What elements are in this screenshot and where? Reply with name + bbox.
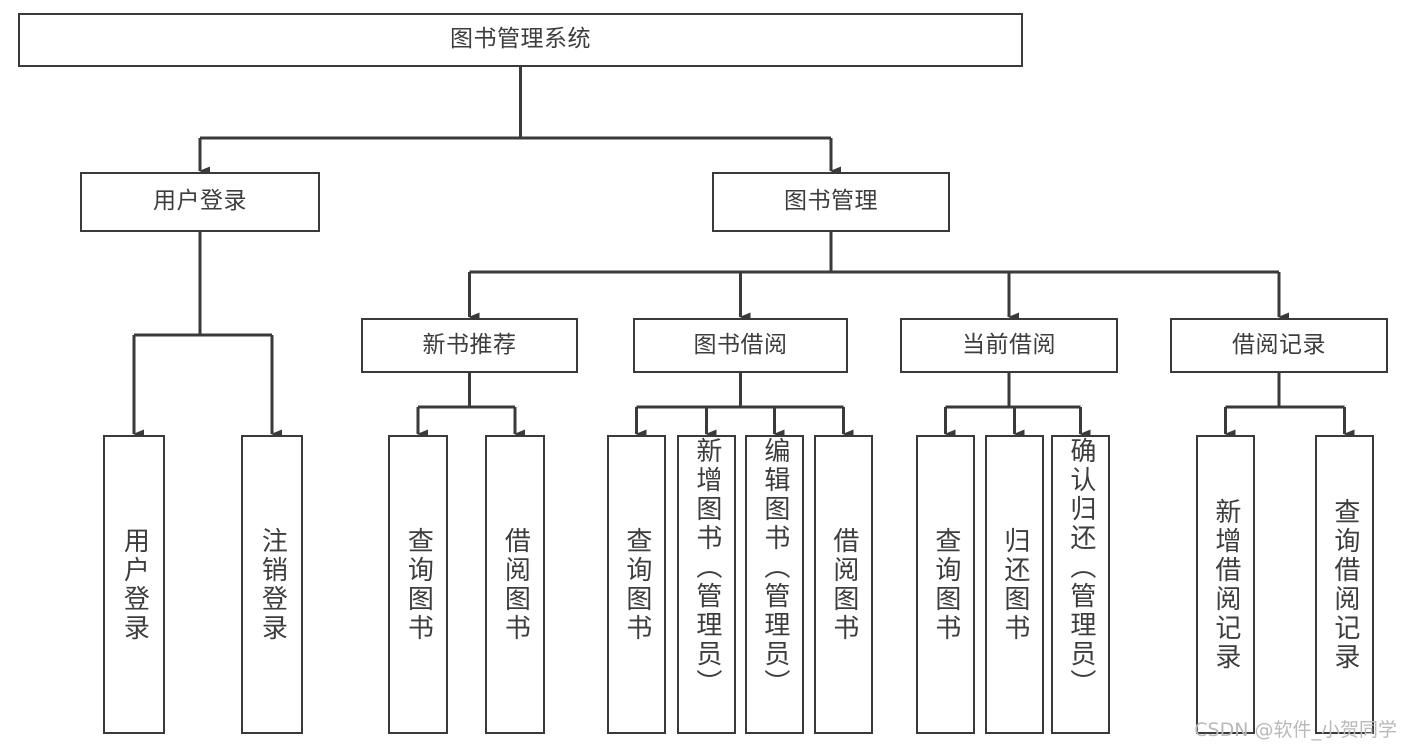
node-root[interactable]: 图书管理系统: [18, 13, 1023, 67]
watermark-text: CSDN @软件_小贺同学: [1194, 719, 1397, 741]
node-borrow-records[interactable]: 借阅记录: [1170, 318, 1388, 373]
node-new-book-recommend[interactable]: 新书推荐: [361, 318, 578, 373]
node-label: 查询借阅记录: [1329, 497, 1360, 672]
node-leaf-return-book[interactable]: 归还图书: [985, 435, 1044, 734]
node-leaf-user-login[interactable]: 用户登录: [103, 435, 165, 734]
node-leaf-confirm-return[interactable]: 确认归还（管理员）: [1051, 435, 1110, 734]
node-label: 确认归还（管理员）: [1065, 437, 1096, 698]
node-leaf-borrow-book-1[interactable]: 借阅图书: [485, 435, 545, 734]
node-leaf-logout[interactable]: 注销登录: [241, 435, 303, 734]
node-book-borrow[interactable]: 图书借阅: [633, 318, 848, 373]
node-label: 图书管理系统: [450, 26, 591, 53]
node-book-management[interactable]: 图书管理: [712, 172, 950, 232]
node-leaf-add-book[interactable]: 新增图书（管理员）: [677, 435, 736, 734]
node-leaf-query-book-1[interactable]: 查询图书: [388, 435, 448, 734]
node-label: 查询图书: [403, 526, 434, 643]
node-label: 查询图书: [621, 526, 652, 643]
node-label: 编辑图书（管理员）: [759, 437, 790, 698]
node-label: 查询图书: [930, 526, 961, 643]
node-label: 图书管理: [784, 188, 878, 215]
node-leaf-borrow-book-2[interactable]: 借阅图书: [814, 435, 873, 734]
node-label: 借阅图书: [828, 526, 859, 643]
node-label: 新增借阅记录: [1210, 497, 1241, 672]
node-leaf-query-borrow-record[interactable]: 查询借阅记录: [1315, 435, 1374, 734]
node-label: 图书借阅: [693, 331, 788, 358]
node-label: 用户登录: [119, 526, 150, 643]
node-leaf-edit-book[interactable]: 编辑图书（管理员）: [745, 435, 804, 734]
node-label: 用户登录: [153, 188, 247, 215]
node-user-login[interactable]: 用户登录: [80, 172, 320, 232]
node-label: 新书推荐: [422, 331, 517, 358]
node-leaf-query-book-3[interactable]: 查询图书: [916, 435, 975, 734]
node-label: 借阅记录: [1232, 331, 1326, 358]
node-label: 当前借阅: [962, 331, 1056, 358]
node-leaf-query-book-2[interactable]: 查询图书: [607, 435, 666, 734]
node-current-borrow[interactable]: 当前借阅: [900, 318, 1118, 373]
node-leaf-add-borrow-record[interactable]: 新增借阅记录: [1196, 435, 1255, 734]
node-label: 归还图书: [999, 526, 1030, 643]
node-label: 借阅图书: [500, 526, 531, 643]
node-label: 注销登录: [257, 526, 288, 643]
node-label: 新增图书（管理员）: [691, 437, 722, 698]
